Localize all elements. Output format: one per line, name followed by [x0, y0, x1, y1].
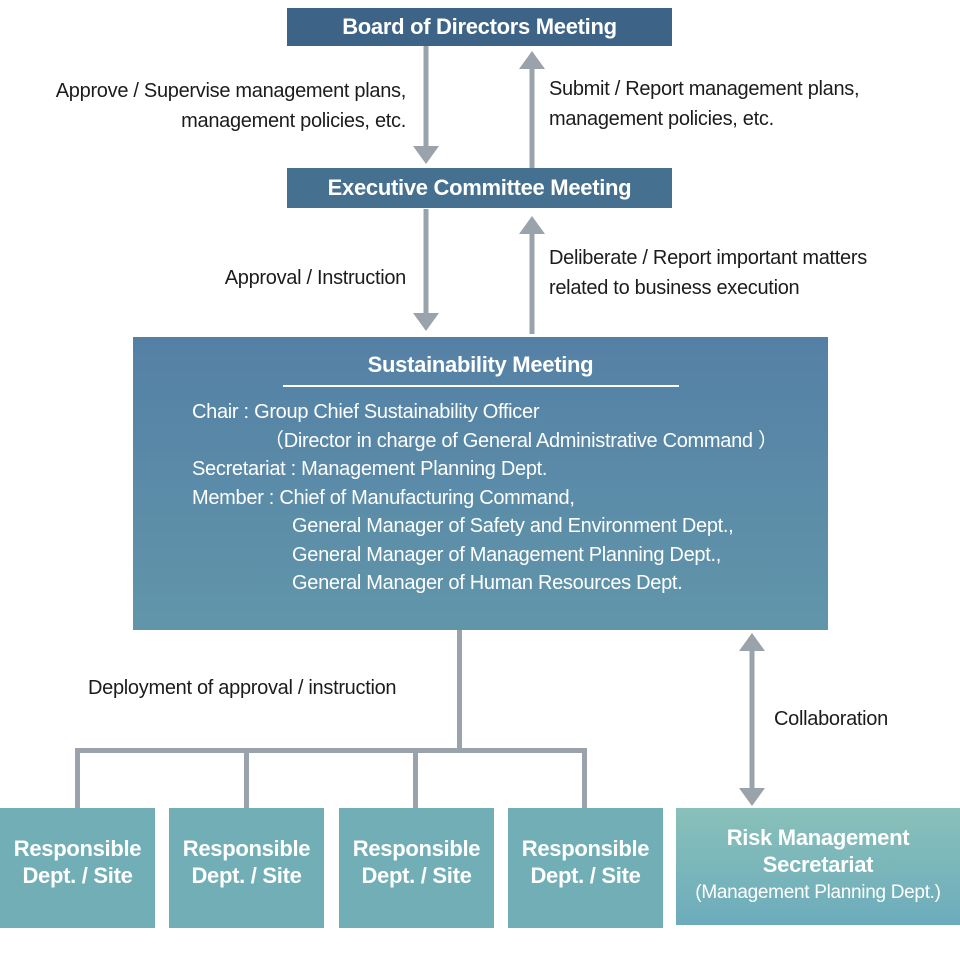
detail-member: Member : Chief of Manufacturing Command, — [192, 486, 575, 509]
deliberate-report-label: Deliberate / Report important matters re… — [549, 243, 949, 303]
connector-stub-3 — [413, 748, 418, 808]
sustainability-meeting-details: Chair : Group Chief Sustainability Offic… — [192, 398, 828, 598]
detail-member-4: General Manager of Human Resources Dept. — [292, 572, 683, 594]
approve-supervise-line1: Approve / Supervise management plans, — [55, 80, 407, 102]
arrow-shaft — [529, 67, 535, 168]
submit-report-label: Submit / Report management plans, manage… — [549, 74, 949, 134]
submit-report-line1: Submit / Report management plans, — [549, 78, 860, 100]
responsible-dept-box-2: Responsible Dept. / Site — [169, 808, 324, 928]
sustainability-meeting-box: Sustainability Meeting Chair : Group Chi… — [133, 337, 828, 630]
detail-chair: Chair : Group Chief Sustainability Offic… — [192, 401, 540, 423]
board-of-directors-box: Board of Directors Meeting — [287, 8, 672, 46]
detail-secretariat: Secretariat : Management Planning Dept. — [192, 458, 548, 480]
arrow-shaft — [423, 209, 429, 315]
responsible-dept-box-4: Responsible Dept. / Site — [508, 808, 663, 928]
executive-committee-box: Executive Committee Meeting — [287, 168, 672, 208]
approval-instruction-label: Approval / Instruction — [224, 267, 407, 289]
risk-management-secretariat-box: Risk Management Secretariat (Management … — [676, 808, 960, 925]
detail-member-3: General Manager of Management Planning D… — [292, 543, 721, 566]
arrow-shaft — [749, 649, 755, 790]
risk-title-line1: Risk Management — [726, 825, 910, 850]
connector-stub-1 — [75, 748, 80, 808]
deployment-label: Deployment of approval / instruction — [88, 677, 397, 699]
risk-title-line2: Secretariat — [762, 852, 874, 877]
board-of-directors-label: Board of Directors Meeting — [342, 14, 617, 39]
submit-report-line2: management policies, etc. — [549, 108, 774, 130]
arrow-shaft — [529, 232, 535, 334]
connector-stub-2 — [244, 748, 249, 808]
arrow-shaft — [423, 46, 429, 148]
collaboration-label: Collaboration — [774, 708, 888, 730]
connector-vertical-drop — [457, 630, 462, 750]
approve-supervise-line2: management policies, etc. — [181, 110, 406, 132]
arrow-collaboration-bidirectional — [739, 633, 765, 806]
arrow-down-board-to-exec — [413, 46, 439, 164]
arrow-down-exec-to-sustainability — [413, 209, 439, 331]
title-underline — [282, 385, 679, 387]
risk-subtitle: (Management Planning Dept.) — [695, 882, 941, 903]
detail-member-2: General Manager of Safety and Environmen… — [292, 515, 734, 537]
sustainability-meeting-title: Sustainability Meeting — [367, 352, 594, 377]
arrow-up-icon — [519, 51, 545, 69]
approve-supervise-label: Approve / Supervise management plans, ma… — [0, 76, 407, 136]
executive-committee-label: Executive Committee Meeting — [327, 175, 632, 200]
detail-chair-note: （Director in charge of General Administr… — [264, 429, 778, 452]
responsible-dept-box-3: Responsible Dept. / Site — [339, 808, 494, 928]
connector-horizontal-bar — [75, 748, 587, 753]
arrow-up-exec-to-board — [519, 51, 545, 168]
responsible-dept-box-1: Responsible Dept. / Site — [0, 808, 155, 928]
arrow-down-icon — [413, 313, 439, 331]
arrow-down-icon — [413, 146, 439, 164]
connector-stub-4 — [582, 748, 587, 808]
arrow-up-icon — [739, 633, 765, 651]
deliberate-report-line2: related to business execution — [549, 277, 800, 299]
deliberate-report-line1: Deliberate / Report important matters — [549, 247, 867, 269]
arrow-up-sustainability-to-exec — [519, 216, 545, 334]
arrow-down-icon — [739, 788, 765, 806]
arrow-up-icon — [519, 216, 545, 234]
